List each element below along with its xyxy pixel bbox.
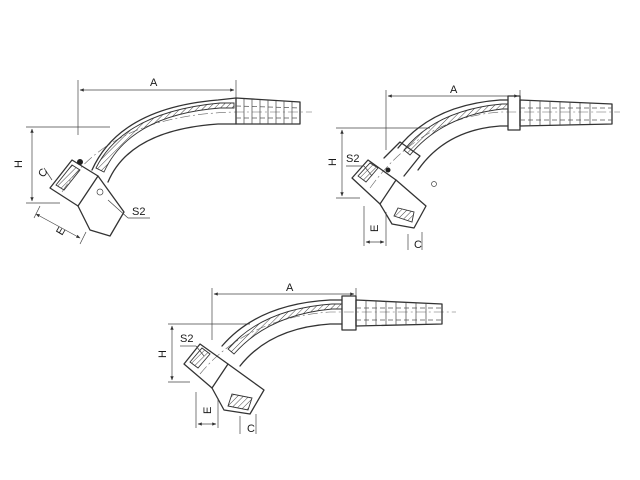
label-a: A — [450, 84, 458, 96]
nut — [183, 343, 265, 415]
leader-s2: S2 — [107, 199, 150, 219]
label-s2: S2 — [132, 206, 145, 218]
label-a: A — [150, 77, 158, 89]
label-c: C — [36, 167, 50, 180]
label-c: C — [247, 423, 255, 435]
leader-s2: S2 — [346, 153, 373, 177]
dimension-h: H — [13, 126, 110, 204]
fitting-top-right: A H — [327, 84, 620, 251]
dimension-h: H — [327, 127, 430, 199]
label-h: H — [13, 160, 25, 168]
label-c: C — [414, 239, 422, 251]
label-e: E — [369, 225, 381, 232]
label-a: A — [286, 282, 294, 294]
dimension-e: E — [195, 392, 219, 428]
dimension-a: A — [211, 282, 357, 340]
dimension-e: E — [363, 206, 387, 246]
tail-ribs — [365, 300, 427, 326]
dimension-c: C — [239, 414, 257, 435]
label-s2: S2 — [346, 153, 359, 165]
dimension-h: H — [157, 323, 250, 383]
nut — [351, 141, 437, 229]
dimension-c: C — [407, 232, 423, 251]
fitting-top-left: A H — [13, 77, 312, 245]
label-h: H — [327, 158, 339, 166]
leader-s2: S2 — [180, 333, 205, 357]
label-s2: S2 — [180, 333, 193, 345]
fitting-bottom: A H — [157, 282, 456, 435]
label-h: H — [157, 350, 169, 358]
label-e: E — [202, 407, 214, 414]
tail-ribs — [243, 99, 293, 124]
nut — [49, 159, 125, 237]
tail-ribs — [529, 100, 591, 126]
dimension-c: C — [36, 167, 53, 181]
dimension-e: E — [33, 205, 87, 245]
label-e: E — [54, 225, 68, 237]
